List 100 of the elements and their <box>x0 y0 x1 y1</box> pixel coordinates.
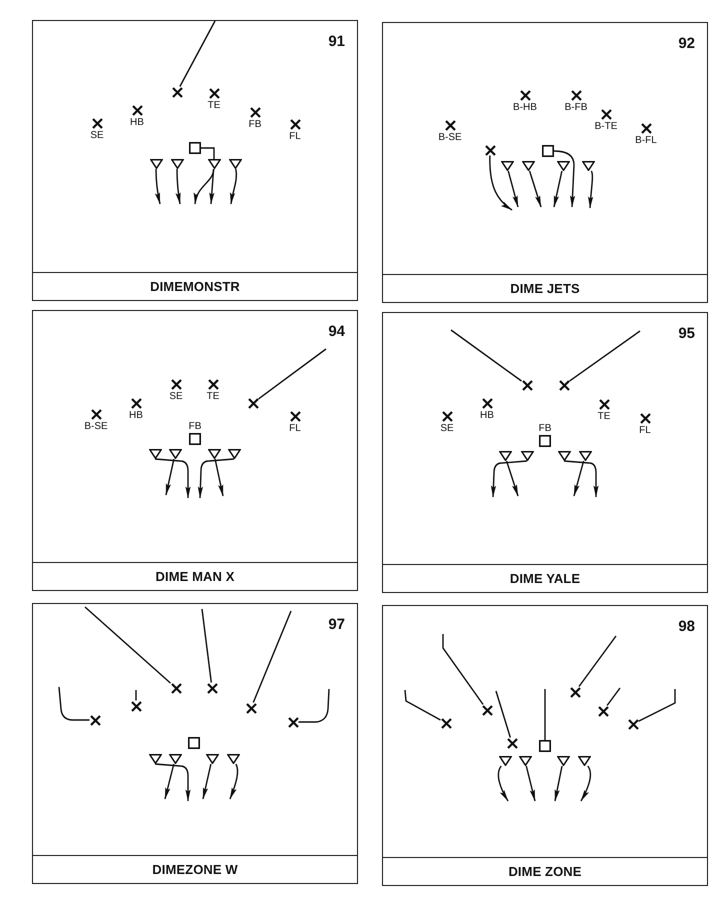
triangle-mark-icon <box>208 159 220 169</box>
triangle-mark-icon <box>148 754 162 764</box>
x-mark-icon <box>600 108 612 120</box>
route-line <box>495 690 511 738</box>
triangle-mark-icon <box>228 159 242 169</box>
x-mark-icon <box>598 706 608 716</box>
triangle-mark-icon <box>520 451 534 461</box>
play-card <box>382 605 708 886</box>
triangle-mark-icon <box>582 161 594 171</box>
route-arrow <box>498 766 509 802</box>
x-mark-icon <box>444 120 456 130</box>
triangle-mark-icon <box>498 756 512 766</box>
triangle-mark-icon <box>500 161 514 171</box>
play-number: 92 <box>678 35 695 52</box>
x-mark-icon <box>132 104 142 116</box>
play-number: 91 <box>328 33 345 50</box>
x-mark-icon <box>250 106 260 118</box>
x-mark-icon <box>288 716 298 728</box>
route-arrow <box>214 458 224 496</box>
triangle-mark-icon <box>556 161 570 171</box>
triangle-mark-icon <box>228 449 240 459</box>
x-mark-icon <box>130 398 142 408</box>
square-mark-icon <box>542 145 554 157</box>
route-arrow <box>553 170 563 208</box>
x-mark-icon <box>440 718 452 728</box>
position-label: TE <box>206 390 220 402</box>
x-mark-icon <box>172 86 182 98</box>
route-arrow <box>564 460 599 498</box>
route-line <box>258 348 326 400</box>
x-mark-icon <box>90 408 102 420</box>
route-arrow <box>202 764 212 800</box>
position-label: HB <box>130 116 144 128</box>
triangle-mark-icon <box>208 449 220 459</box>
play-title: DIME ZONE <box>508 864 582 879</box>
route-arrow <box>230 168 238 204</box>
x-mark-icon <box>170 378 182 390</box>
x-mark-icon <box>520 90 530 100</box>
position-label: B-SE <box>438 132 462 142</box>
position-label: FL <box>289 130 301 142</box>
route-arrow <box>154 458 191 498</box>
x-mark-icon <box>640 122 652 134</box>
play-number: 97 <box>328 616 345 633</box>
route-line <box>201 608 212 683</box>
position-label: FB <box>188 421 202 432</box>
x-mark-icon <box>208 88 220 98</box>
position-label: B-FL <box>635 134 657 146</box>
x-mark-icon <box>598 398 610 410</box>
triangle-mark-icon <box>498 451 512 461</box>
triangle-mark-icon <box>226 754 240 764</box>
x-mark-icon <box>640 412 650 424</box>
route-line <box>84 606 171 684</box>
play-card <box>382 22 708 303</box>
play-card <box>32 603 358 884</box>
x-mark-icon <box>248 398 258 408</box>
position-label: FL <box>639 424 651 436</box>
x-mark-icon <box>522 380 532 390</box>
x-mark-icon <box>170 682 182 694</box>
triangle-mark-icon <box>578 756 590 766</box>
position-label: SE <box>440 422 454 434</box>
route-line <box>179 20 216 87</box>
route-line <box>638 689 676 722</box>
route-line <box>442 634 484 705</box>
position-label: B-HB <box>513 102 537 112</box>
triangle-mark-icon <box>518 756 532 766</box>
position-label: HB <box>129 410 143 420</box>
x-mark-icon <box>206 682 218 694</box>
route-line <box>135 690 137 700</box>
triangle-mark-icon <box>150 159 162 169</box>
position-label: B-FB <box>564 102 588 112</box>
x-mark-icon <box>290 410 300 422</box>
x-mark-icon <box>92 118 102 128</box>
x-mark-icon <box>570 686 580 698</box>
x-mark-icon <box>558 380 570 390</box>
position-label: B-SE <box>84 420 108 432</box>
route-arrow <box>176 169 181 204</box>
position-label: TE <box>208 100 220 110</box>
route-line <box>298 688 330 723</box>
play-number: 95 <box>678 325 695 342</box>
square-mark-icon <box>189 142 201 154</box>
x-mark-icon <box>484 144 496 156</box>
square-mark-icon <box>189 433 201 445</box>
route-arrow <box>508 170 519 208</box>
x-mark-icon <box>482 704 492 716</box>
triangle-mark-icon <box>558 451 570 461</box>
play-title: DIMEZONE W <box>152 862 238 877</box>
triangle-mark-icon <box>206 754 218 764</box>
square-mark-icon <box>539 740 551 752</box>
x-mark-icon <box>290 118 300 130</box>
x-mark-icon <box>570 90 582 100</box>
x-mark-icon <box>442 410 452 422</box>
route-line <box>606 688 621 706</box>
square-mark-icon <box>539 435 551 447</box>
triangle-mark-icon <box>170 159 184 169</box>
route-arrow <box>554 150 576 208</box>
triangle-mark-icon <box>578 451 592 461</box>
play-card <box>32 310 358 591</box>
position-label: TE <box>598 410 610 422</box>
square-mark-icon <box>188 737 200 749</box>
play-title: DIME YALE <box>510 571 580 586</box>
route-arrow <box>490 460 528 498</box>
